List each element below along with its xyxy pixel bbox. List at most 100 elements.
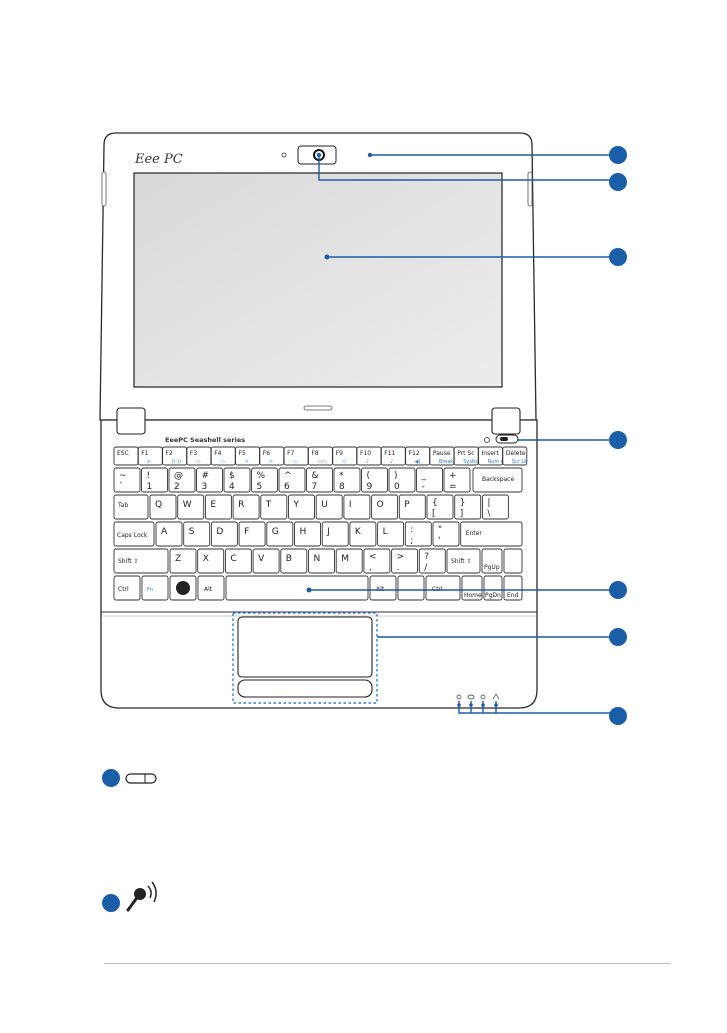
key-letter-u[interactable] bbox=[315, 494, 343, 520]
key-backspace[interactable] bbox=[472, 467, 523, 493]
key-letter-e[interactable] bbox=[204, 494, 232, 520]
key-number[interactable] bbox=[388, 467, 416, 493]
key-letter-d[interactable] bbox=[210, 521, 238, 547]
webcam-led bbox=[281, 152, 287, 158]
key-number[interactable] bbox=[196, 467, 223, 493]
key-fn-label: ▭ bbox=[220, 459, 225, 465]
key-number[interactable] bbox=[223, 467, 251, 493]
legend-marker-1 bbox=[102, 769, 120, 787]
key-arrow-down[interactable] bbox=[483, 575, 503, 601]
key-bottom-label: , bbox=[369, 563, 372, 573]
key-label: F11 bbox=[384, 450, 395, 457]
key-symbol[interactable] bbox=[418, 548, 446, 574]
key-number[interactable] bbox=[333, 467, 361, 493]
key-arrow-right[interactable] bbox=[503, 575, 523, 601]
key-enter[interactable] bbox=[460, 521, 523, 547]
key-tab[interactable] bbox=[113, 494, 149, 520]
key-delete[interactable] bbox=[502, 446, 528, 466]
hinge-right bbox=[491, 407, 521, 435]
key-letter-z[interactable] bbox=[169, 548, 197, 574]
drive-indicator-icon bbox=[480, 694, 486, 700]
key-letter-c[interactable] bbox=[224, 548, 252, 574]
key-top-label: } bbox=[460, 498, 466, 508]
key-label: Pause bbox=[433, 450, 451, 457]
key-letter-s[interactable] bbox=[183, 521, 211, 547]
key-ctrl-left[interactable] bbox=[113, 575, 141, 601]
windows-logo-icon bbox=[176, 581, 190, 595]
key-label: V bbox=[258, 554, 265, 564]
key-label: Home bbox=[464, 592, 482, 599]
key-number[interactable] bbox=[443, 467, 471, 493]
key-bottom-label: \ bbox=[487, 509, 491, 519]
key-number[interactable] bbox=[168, 467, 196, 493]
key-number[interactable] bbox=[278, 467, 306, 493]
key-symbol[interactable] bbox=[454, 494, 482, 520]
key-letter-v[interactable] bbox=[252, 548, 280, 574]
key-alt-left[interactable] bbox=[197, 575, 225, 601]
key-ctrl-right[interactable] bbox=[425, 575, 461, 601]
key-number[interactable] bbox=[113, 467, 141, 493]
key-number[interactable] bbox=[141, 467, 168, 493]
key-bottom-label: ' bbox=[438, 536, 440, 546]
callout-marker-1 bbox=[609, 146, 627, 164]
key-letter-t[interactable] bbox=[260, 494, 288, 520]
key-arrow-up[interactable] bbox=[503, 548, 523, 574]
key-label: Z bbox=[175, 554, 181, 564]
key-arrow-left[interactable] bbox=[461, 575, 483, 601]
key-menu[interactable] bbox=[397, 575, 425, 601]
key-letter-f[interactable] bbox=[238, 521, 266, 547]
key-bottom-label: ] bbox=[460, 509, 464, 519]
key-top-label: ! bbox=[147, 471, 151, 481]
key-letter-x[interactable] bbox=[197, 548, 225, 574]
key-letter-g[interactable] bbox=[266, 521, 294, 547]
key-caps-lock[interactable] bbox=[113, 521, 155, 547]
key-letter-w[interactable] bbox=[177, 494, 205, 520]
key-label: A bbox=[161, 527, 168, 537]
key-letter-l[interactable] bbox=[377, 521, 405, 547]
key-letter-k[interactable] bbox=[349, 521, 377, 547]
key-letter-a[interactable] bbox=[155, 521, 183, 547]
key-letter-o[interactable] bbox=[371, 494, 399, 520]
key-space[interactable] bbox=[225, 575, 369, 601]
key-number[interactable] bbox=[416, 467, 443, 493]
key-symbol[interactable] bbox=[363, 548, 391, 574]
touchpad-button[interactable] bbox=[237, 679, 373, 698]
key-symbol[interactable] bbox=[391, 548, 419, 574]
key-symbol[interactable] bbox=[481, 494, 509, 520]
key-bottom-label: / bbox=[424, 563, 428, 573]
key-letter-r[interactable] bbox=[232, 494, 260, 520]
key-fn-label: ▭▭ bbox=[317, 459, 327, 465]
key-bottom-label: 5 bbox=[257, 482, 263, 492]
touchpad[interactable] bbox=[237, 616, 373, 678]
key-letter-p[interactable] bbox=[398, 494, 426, 520]
key-label: D bbox=[216, 527, 223, 537]
key-fn-label: Num Lk bbox=[488, 459, 507, 465]
key-letter-q[interactable] bbox=[149, 494, 177, 520]
key-symbol[interactable] bbox=[404, 521, 432, 547]
key-number[interactable] bbox=[306, 467, 333, 493]
key-pgup[interactable] bbox=[481, 548, 503, 574]
key-letter-h[interactable] bbox=[294, 521, 321, 547]
key-number[interactable] bbox=[361, 467, 388, 493]
key-symbol[interactable] bbox=[426, 494, 454, 520]
key-letter-n[interactable] bbox=[308, 548, 335, 574]
key-fn[interactable] bbox=[141, 575, 169, 601]
legend bbox=[102, 769, 157, 912]
key-label: L bbox=[383, 527, 388, 537]
key-top-label: < bbox=[369, 552, 377, 562]
key-shift-right[interactable] bbox=[446, 548, 481, 574]
key-symbol[interactable] bbox=[432, 521, 460, 547]
key-letter-i[interactable] bbox=[343, 494, 371, 520]
key-letter-j[interactable] bbox=[321, 521, 349, 547]
key-bottom-label: ` bbox=[119, 481, 124, 492]
key-alt-right[interactable] bbox=[369, 575, 397, 601]
key-letter-b[interactable] bbox=[280, 548, 308, 574]
key-number[interactable] bbox=[251, 467, 278, 493]
key-shift-left[interactable] bbox=[113, 548, 169, 574]
key-letter-y[interactable] bbox=[288, 494, 315, 520]
key-label: B bbox=[286, 554, 292, 564]
lid-left-edge bbox=[101, 171, 107, 207]
key-letter-m[interactable] bbox=[335, 548, 363, 574]
callouts bbox=[306, 146, 627, 725]
